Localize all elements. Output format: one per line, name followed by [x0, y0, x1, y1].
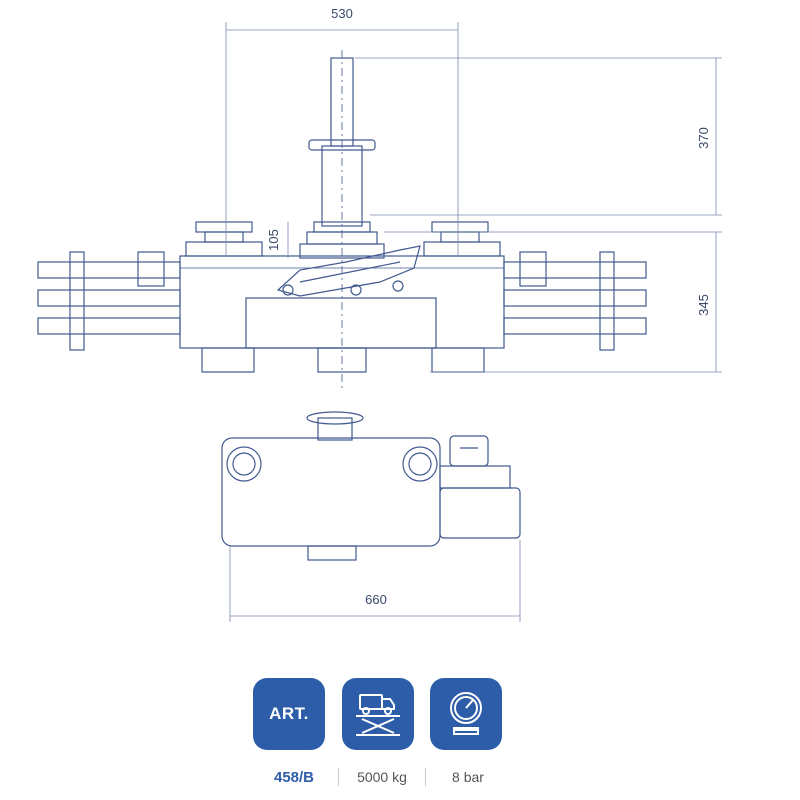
dimension-lines: [225, 22, 722, 622]
left-wheel: [226, 446, 262, 482]
base-tab: [307, 545, 357, 561]
hydraulic-pump: [439, 435, 521, 539]
spec-divider: [425, 768, 426, 786]
pressure-badge: [430, 678, 502, 750]
article-number: 458/B: [273, 768, 315, 786]
lower-carriage: [245, 297, 437, 349]
center-foot: [317, 347, 367, 373]
base-housing: [221, 437, 441, 547]
lift-truck-badge: [342, 678, 414, 750]
dimension-column-height: 370: [696, 127, 711, 149]
left-saddle: [185, 221, 263, 257]
hydraulic-linkage: [276, 245, 421, 297]
left-foot: [201, 347, 255, 373]
right-foot: [431, 347, 485, 373]
dimension-body-height: 345: [696, 294, 711, 316]
article-badge: ART.: [253, 678, 325, 750]
right-extension-arms: [503, 251, 647, 351]
pressure-gauge-icon: [450, 692, 482, 735]
dimension-top-width: 530: [331, 6, 353, 21]
article-badge-label: ART.: [269, 704, 309, 723]
pressure-value: 8 bar: [452, 769, 484, 785]
front-view: [37, 50, 647, 390]
dimension-plate-height: 105: [266, 229, 281, 251]
spec-row: 458/B 5000 kg 8 bar: [250, 766, 510, 788]
center-saddle: [299, 221, 385, 259]
spec-divider: [338, 768, 339, 786]
left-extension-arms: [37, 251, 181, 351]
lift-truck-icon: [356, 694, 400, 736]
right-wheel: [402, 446, 438, 482]
capacity-value: 5000 kg: [357, 769, 407, 785]
top-flange: [317, 417, 353, 441]
top-view: [221, 411, 521, 561]
dimension-base-width: 660: [365, 592, 387, 607]
right-saddle: [423, 221, 501, 257]
